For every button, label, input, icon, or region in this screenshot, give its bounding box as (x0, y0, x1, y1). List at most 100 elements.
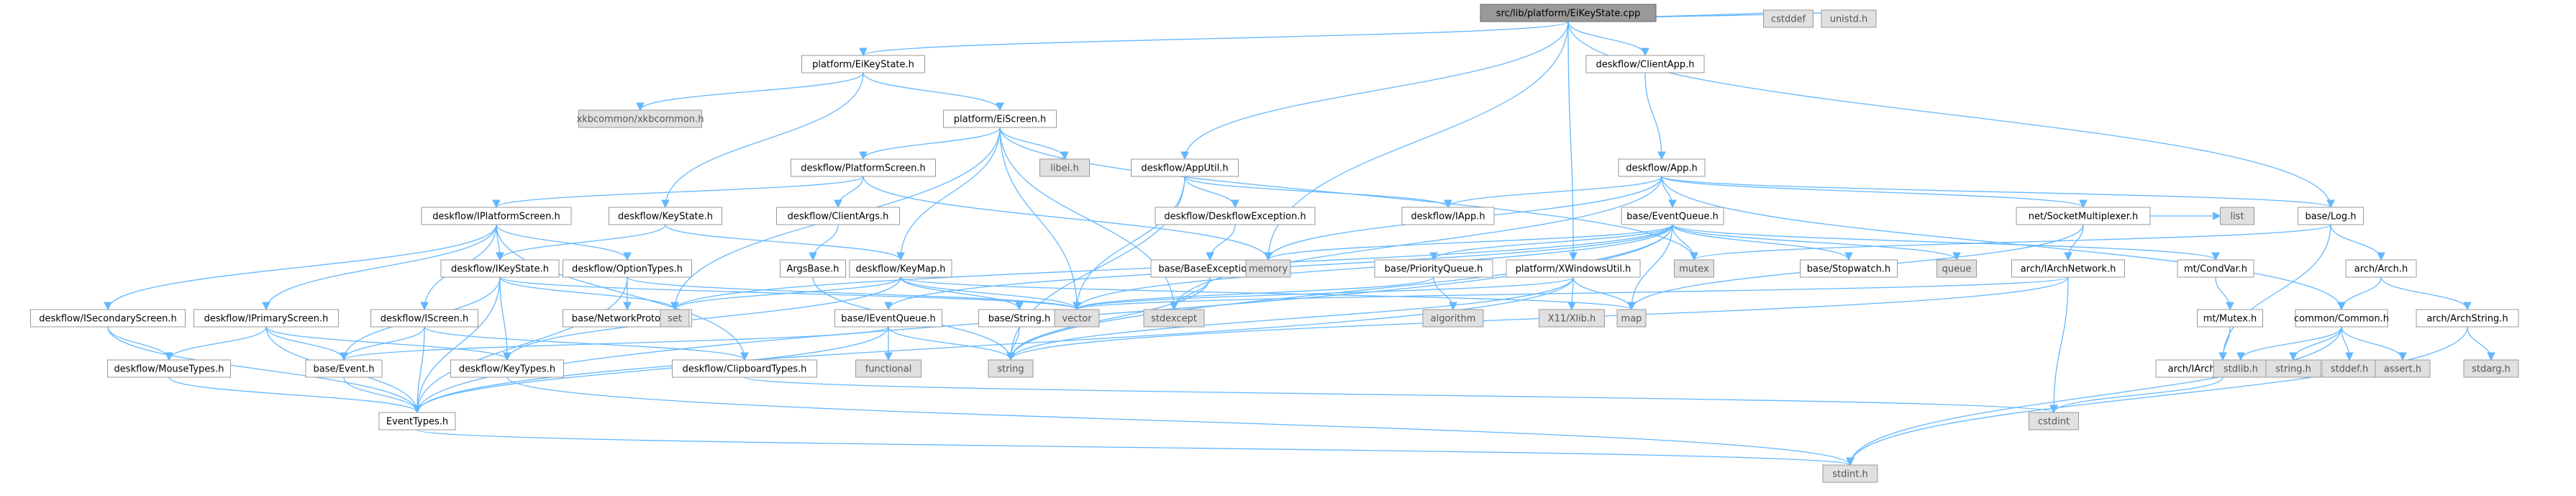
node-mtmutex[interactable]: mt/Mutex.h (2197, 309, 2263, 328)
node-eventtypes[interactable]: EventTypes.h (378, 412, 456, 430)
node-box (1585, 55, 1705, 73)
node-stdint: stdint.h (1822, 464, 1878, 483)
node-list: list (2220, 207, 2254, 225)
edge-line (165, 326, 267, 361)
edge-line (496, 224, 666, 261)
node-keytypes[interactable]: deskflow/KeyTypes.h (450, 359, 564, 378)
node-label: unistd.h (1830, 14, 1868, 25)
node-label: deskflow/AppUtil.h (1141, 163, 1228, 174)
edge-line (999, 127, 1178, 311)
node-label: stdarg.h (2472, 364, 2511, 375)
node-xwinutil[interactable]: platform/XWindowsUtil.h (1506, 259, 1641, 278)
node-box (305, 359, 383, 378)
node-root[interactable]: src/lib/platform/EiKeyState.cpp (1480, 4, 1657, 22)
node-mutex: mutex (1674, 259, 1714, 278)
node-box (849, 259, 952, 278)
node-app[interactable]: deskflow/App.h (1618, 158, 1706, 177)
edge-line (496, 224, 632, 261)
node-box (578, 109, 702, 128)
node-iapp[interactable]: deskflow/IApp.h (1401, 207, 1495, 225)
node-box (2177, 259, 2254, 278)
node-box (563, 259, 692, 278)
edge-line (1184, 176, 1239, 209)
node-sockmux[interactable]: net/SocketMultiplexer.h (2016, 207, 2151, 225)
edge-eventqueue-to-priorityqueue (1429, 224, 1673, 261)
node-iprimary[interactable]: deskflow/IPrimaryScreen.h (194, 309, 339, 328)
edge-line (1567, 21, 2335, 209)
edge-line (499, 276, 679, 311)
node-appuntil[interactable]: deskflow/AppUtil.h (1131, 158, 1239, 177)
edge-line (1672, 224, 1853, 261)
node-unistd: unistd.h (1821, 9, 1877, 28)
edge-line (809, 224, 839, 261)
edge-line (1073, 276, 1434, 311)
edge-line (900, 276, 1081, 311)
node-label: deskflow/IPlatformScreen.h (432, 212, 560, 222)
edge-priorityqueue-to-vector (1073, 276, 1434, 311)
edge-ieventqueue-to-eventtypes (413, 326, 889, 414)
node-ikeystate[interactable]: deskflow/IKeyState.h (440, 259, 560, 278)
edge-line (107, 326, 173, 361)
edge-line (2467, 326, 2495, 361)
node-label: base/PriorityQueue.h (1385, 264, 1483, 275)
edge-app-to-baselog (1661, 176, 2335, 209)
edge-line (744, 376, 2058, 414)
edge-root-to-eikeystate_h (859, 21, 1569, 57)
node-box (1936, 259, 1977, 278)
node-basestring[interactable]: base/String.h (978, 309, 1060, 328)
node-clientapp[interactable]: deskflow/ClientApp.h (1585, 55, 1705, 73)
edge-ikeystate-to-set (499, 276, 679, 311)
edge-line (1429, 224, 1673, 261)
node-mousetypes[interactable]: deskflow/MouseTypes.h (107, 359, 231, 378)
node-box (1822, 464, 1878, 483)
node-condvar[interactable]: mt/CondVar.h (2177, 259, 2254, 278)
edge-iprimary-to-keytypes (265, 326, 511, 361)
node-eiscreen_h[interactable]: platform/EiScreen.h (943, 109, 1057, 128)
node-label: arch/IArchNetwork.h (2021, 264, 2116, 275)
node-ieventqueue[interactable]: base/IEventQueue.h (834, 309, 942, 328)
edge-common-to-asserth (2341, 326, 2407, 361)
node-archstring[interactable]: arch/ArchString.h (2416, 309, 2519, 328)
node-vector: vector (1054, 309, 1100, 328)
node-box (1800, 259, 1898, 278)
node-stringh: string.h (2265, 359, 2321, 378)
node-iarchnet[interactable]: arch/IArchNetwork.h (2011, 259, 2125, 278)
node-arch[interactable]: arch/Arch.h (2345, 259, 2417, 278)
node-baselog[interactable]: base/Log.h (2298, 207, 2364, 225)
node-eventqueue[interactable]: base/EventQueue.h (1621, 207, 1724, 225)
node-argsbase[interactable]: ArgsBase.h (780, 259, 846, 278)
node-box (1422, 309, 1484, 328)
edge-iprimary-to-baseevent (265, 326, 348, 361)
edge-mousetypes-to-eventtypes (168, 376, 422, 414)
node-box (978, 309, 1060, 328)
node-isecondary[interactable]: deskflow/ISecondaryScreen.h (30, 309, 186, 328)
node-baseevent[interactable]: base/Event.h (305, 359, 383, 378)
node-label: set (668, 314, 682, 325)
node-label: deskflow/ClientArgs.h (788, 212, 889, 222)
edge-line (2064, 224, 2084, 261)
edge-keymap-to-vector (900, 276, 1081, 311)
node-keymap[interactable]: deskflow/KeyMap.h (849, 259, 952, 278)
edge-line (1206, 224, 1236, 261)
edge-app-to-sockmux (1661, 176, 2088, 209)
node-eikeystate_h[interactable]: platform/EiKeyState.h (801, 55, 925, 73)
node-iplatformscreen[interactable]: deskflow/IPlatformScreen.h (421, 207, 572, 225)
edge-sockmux-to-iarchnet (2064, 224, 2084, 261)
node-platformscreen[interactable]: deskflow/PlatformScreen.h (791, 158, 936, 177)
node-keystate[interactable]: deskflow/KeyState.h (609, 207, 722, 225)
node-x11: X11/Xlib.h (1539, 309, 1605, 328)
node-deskflowexc[interactable]: deskflow/DeskflowException.h (1155, 207, 1316, 225)
edge-common-to-stdint (1846, 326, 2342, 466)
node-box (30, 309, 186, 328)
node-optiontypes[interactable]: deskflow/OptionTypes.h (563, 259, 692, 278)
edge-clipboardtypes-to-cstdint (744, 376, 2058, 414)
node-iscreen[interactable]: deskflow/IScreen.h (370, 309, 478, 328)
node-box (1143, 309, 1205, 328)
node-clientargs[interactable]: deskflow/ClientArgs.h (776, 207, 900, 225)
edge-line (1567, 21, 1649, 57)
node-common[interactable]: common/Common.h (2294, 309, 2389, 328)
node-label: base/Stopwatch.h (1807, 264, 1890, 275)
node-clipboardtypes[interactable]: deskflow/ClipboardTypes.h (672, 359, 817, 378)
node-priorityqueue[interactable]: base/PriorityQueue.h (1374, 259, 1493, 278)
node-stopwatch[interactable]: base/Stopwatch.h (1800, 259, 1898, 278)
